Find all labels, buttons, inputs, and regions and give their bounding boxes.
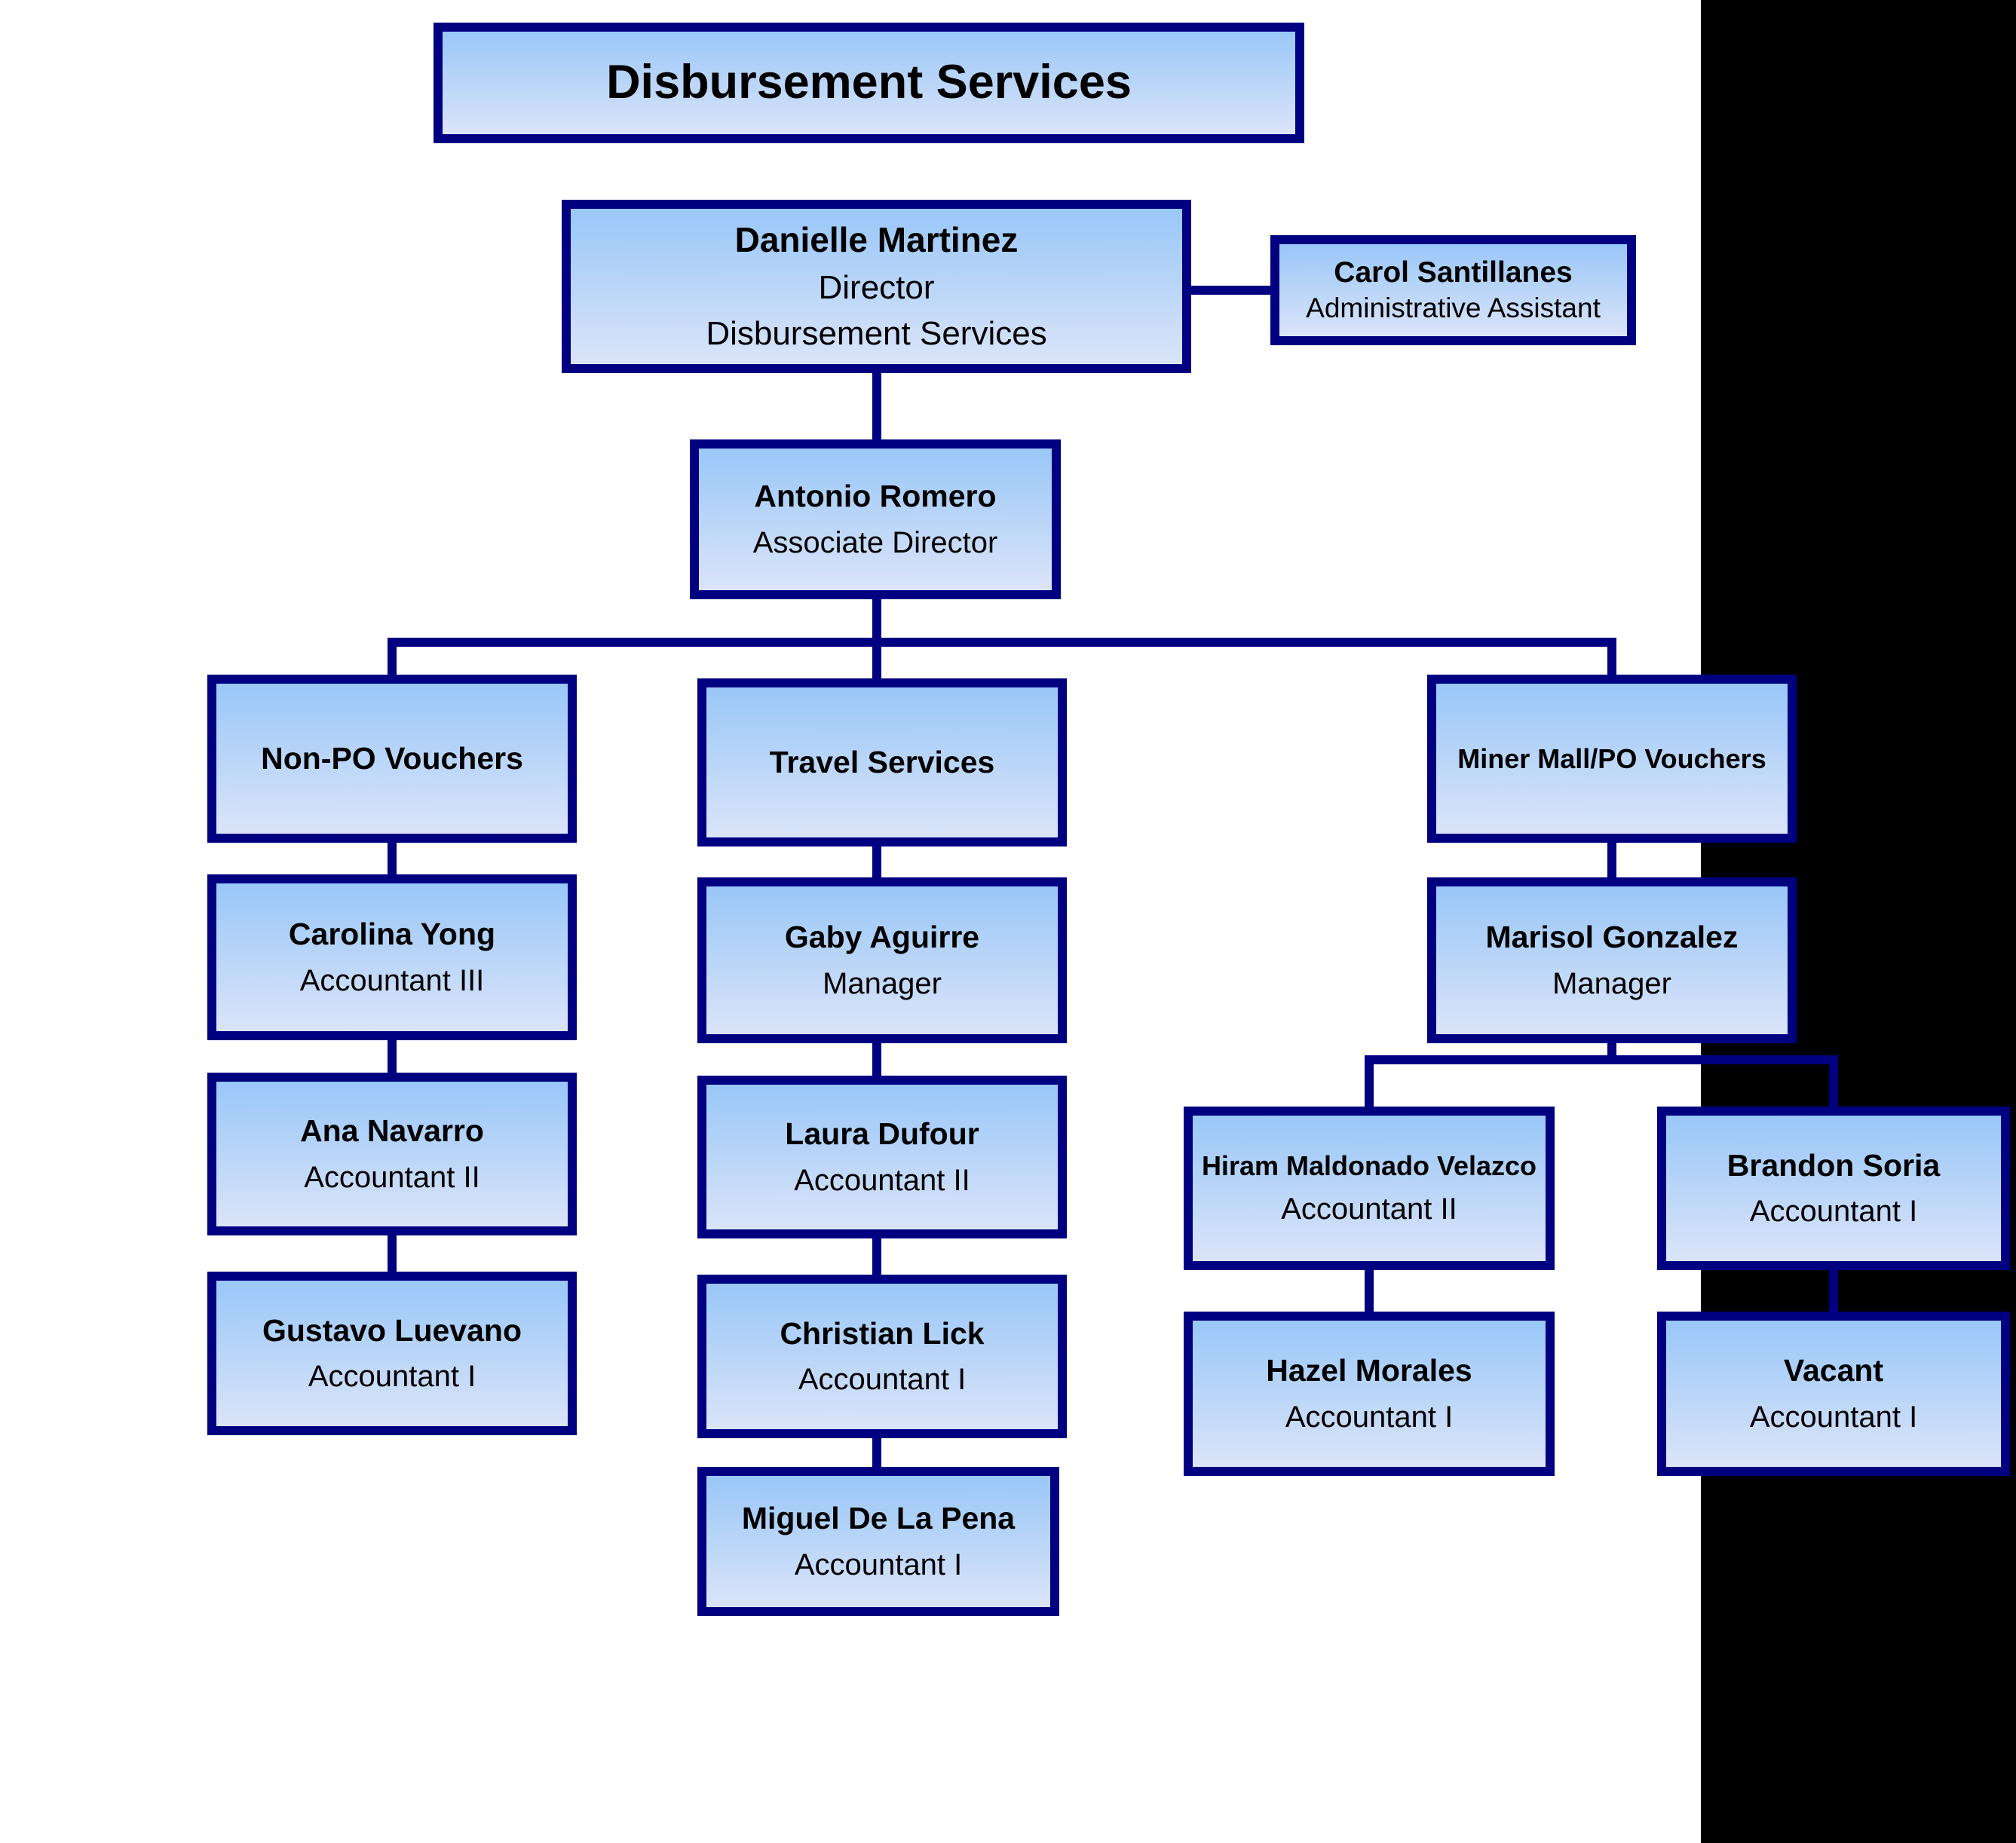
person-role: Manager [1552,966,1671,1000]
person-role: Accountant II [304,1160,480,1194]
connector-carolina-ana [388,1040,397,1073]
org-box-vacant: Vacant Accountant I [1657,1312,2010,1476]
org-box-miguel: Miguel De La Pena Accountant I [697,1467,1059,1616]
person-name: Laura Dufour [785,1116,979,1152]
person-name: Hazel Morales [1266,1353,1472,1388]
connector-minermall-marisol [1607,843,1616,877]
person-name: Brandon Soria [1726,1147,1941,1183]
person-role: Administrative Assistant [1306,292,1601,324]
connector-hiram-hazel [1365,1270,1374,1312]
person-name: Danielle Martinez [734,220,1019,260]
connector-departments-horizontal [388,638,1616,647]
person-role: Associate Director [752,525,998,559]
org-box-brandon: Brandon Soria Accountant I [1657,1107,2010,1270]
connector-director-associate [872,373,881,439]
connector-drop-travel [872,638,881,678]
org-chart-title: Disbursement Services [606,56,1132,109]
person-name: Carol Santillanes [1334,256,1573,289]
department-label: Non-PO Vouchers [261,740,523,776]
org-box-marisol: Marisol Gonzalez Manager [1427,877,1797,1043]
connector-nonpo-carolina [388,843,397,874]
org-box-ana: Ana Navarro Accountant II [207,1073,577,1235]
person-role: Accountant I [1285,1400,1454,1434]
org-box-hiram: Hiram Maldonado Velazco Accountant II [1184,1107,1555,1270]
org-box-carolina: Carolina Yong Accountant III [207,874,577,1040]
org-box-dept-non-po: Non-PO Vouchers [207,675,577,843]
connector-gaby-laura [872,1043,881,1076]
person-role: Accountant I [1749,1400,1918,1434]
connector-associate-stub [872,599,881,647]
person-name: Antonio Romero [754,479,997,514]
org-box-dept-miner-mall: Miner Mall/PO Vouchers [1427,675,1797,843]
connector-christian-miguel [872,1438,881,1467]
org-box-associate-director: Antonio Romero Associate Director [690,439,1061,599]
org-box-director: Danielle Martinez Director Disbursement … [562,200,1191,373]
department-label: Miner Mall/PO Vouchers [1457,742,1766,774]
person-role: Accountant I [1749,1195,1918,1229]
person-name: Vacant [1783,1353,1884,1388]
person-name: Gaby Aguirre [784,920,980,955]
person-name: Miguel De La Pena [741,1501,1016,1536]
person-role: Director [818,268,935,306]
person-name: Gustavo Luevano [262,1312,522,1348]
person-name: Carolina Yong [288,917,496,952]
connector-marisol-horizontal [1365,1055,1838,1064]
org-box-title: Disbursement Services [434,23,1304,143]
org-box-gaby: Gaby Aguirre Manager [697,877,1067,1043]
person-role: Accountant I [794,1548,963,1581]
connector-ana-gustavo [388,1235,397,1272]
org-box-admin-assistant: Carol Santillanes Administrative Assista… [1270,235,1636,345]
connector-brandon-vacant [1829,1270,1838,1312]
org-box-hazel: Hazel Morales Accountant I [1184,1312,1555,1476]
person-role: Accountant II [794,1163,970,1197]
person-name: Hiram Maldonado Velazco [1201,1150,1537,1181]
org-box-dept-travel: Travel Services [697,678,1067,846]
person-name: Marisol Gonzalez [1485,920,1739,955]
person-name: Ana Navarro [300,1113,484,1149]
connector-drop-brandon [1829,1055,1838,1107]
org-box-gustavo: Gustavo Luevano Accountant I [207,1272,577,1435]
person-role: Manager [823,966,942,1000]
connector-drop-miner-mall [1607,638,1616,675]
person-role: Accountant I [308,1360,476,1394]
person-role: Accountant III [299,963,485,997]
connector-laura-christian [872,1238,881,1275]
person-role: Accountant II [1281,1192,1457,1226]
connector-director-admin [1191,286,1270,295]
org-box-laura: Laura Dufour Accountant II [697,1076,1067,1238]
connector-drop-hiram [1365,1055,1374,1107]
person-role: Accountant I [798,1363,967,1397]
connector-drop-non-po [388,638,397,675]
department-label: Travel Services [769,744,995,779]
person-name: Christian Lick [780,1315,985,1351]
person-org: Disbursement Services [706,315,1047,353]
connector-travel-gaby [872,846,881,877]
org-box-christian: Christian Lick Accountant I [697,1275,1067,1438]
